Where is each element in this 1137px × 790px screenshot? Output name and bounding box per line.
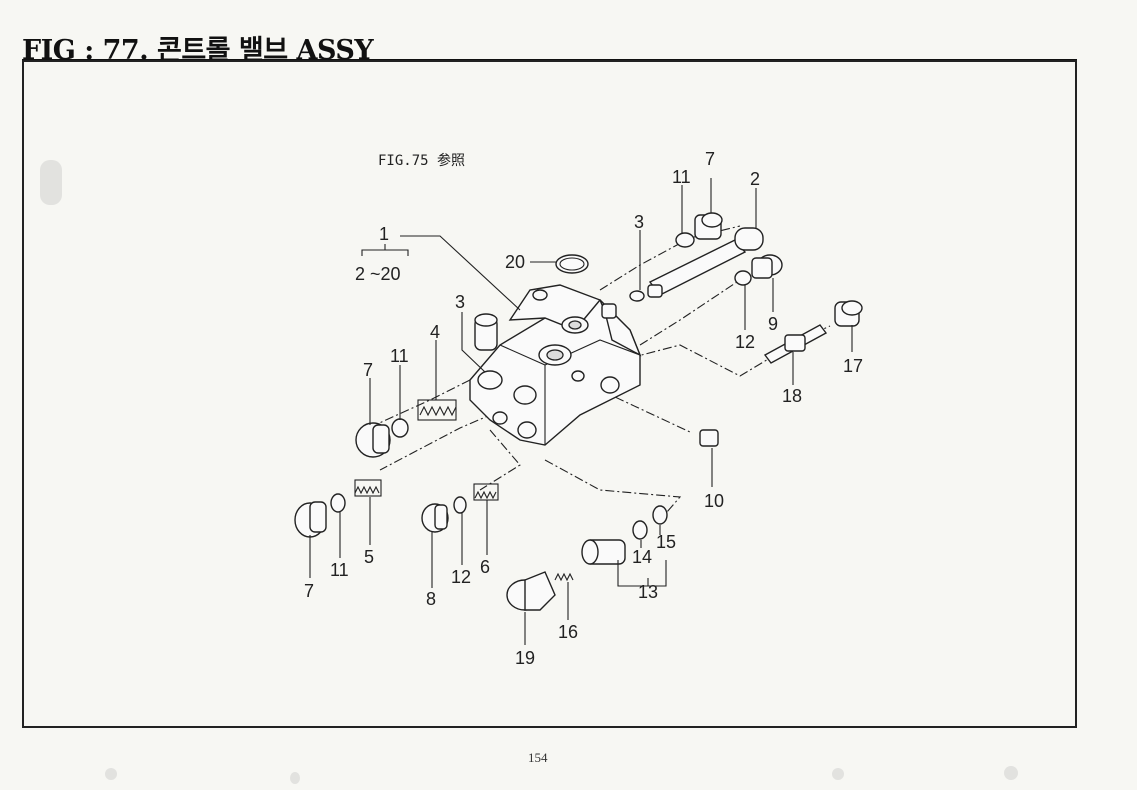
callout-13: 13: [638, 582, 658, 602]
callout-5: 5: [364, 547, 374, 567]
callout-11a: 11: [390, 346, 409, 366]
callout-4: 4: [430, 322, 440, 342]
leader-lines: [309, 178, 853, 645]
callout-15: 15: [656, 532, 676, 552]
callout-3b: 3: [634, 212, 644, 232]
callout-8: 8: [426, 589, 436, 609]
callout-2: 2: [750, 169, 760, 189]
callout-7c: 7: [705, 149, 715, 169]
callout-7b: 7: [304, 581, 314, 601]
relief-valve-assembly: [506, 505, 668, 611]
callout-18: 18: [782, 386, 802, 406]
callout-11c: 11: [672, 167, 691, 187]
left-lower-assembly: [294, 479, 382, 538]
callout-2-20: 2 ~20: [355, 264, 401, 284]
callout-12b: 12: [735, 332, 755, 352]
valve-body: [469, 284, 642, 446]
plug-10: [699, 429, 719, 447]
scan-smudge: [40, 160, 62, 205]
page-number: 154: [528, 750, 548, 765]
callout-7a: 7: [363, 360, 373, 380]
callout-12a: 12: [451, 567, 471, 587]
callout-6: 6: [480, 557, 490, 577]
diagram-frame: [22, 60, 1077, 728]
left-upper-assembly: [355, 399, 457, 458]
callout-10: 10: [704, 491, 724, 511]
punch-hole-mark: [1004, 766, 1018, 780]
callout-11b: 11: [330, 560, 349, 580]
callout-20: 20: [505, 252, 525, 272]
callout-1: 1: [379, 224, 389, 244]
punch-hole-mark: [105, 768, 117, 780]
callout-3a: 3: [455, 292, 465, 312]
punch-hole-mark: [832, 768, 844, 780]
callout-16: 16: [558, 622, 578, 642]
center-lower-assembly: [421, 483, 499, 533]
punch-hole-mark: [290, 772, 300, 784]
callout-17: 17: [843, 356, 863, 376]
spool-18-and-plug-17: [763, 300, 863, 364]
upper-spool-assembly: [629, 212, 783, 302]
callout-9: 9: [768, 314, 778, 334]
callout-19: 19: [515, 648, 535, 668]
reference-note: FIG.75 参照: [378, 153, 466, 169]
o-ring-20-inner: [559, 257, 585, 271]
callout-14: 14: [632, 547, 652, 567]
callout-labels: 1 2 ~20 3 3 4 5 6 7 7 7 8 9 10 11 11 11 …: [304, 149, 863, 668]
